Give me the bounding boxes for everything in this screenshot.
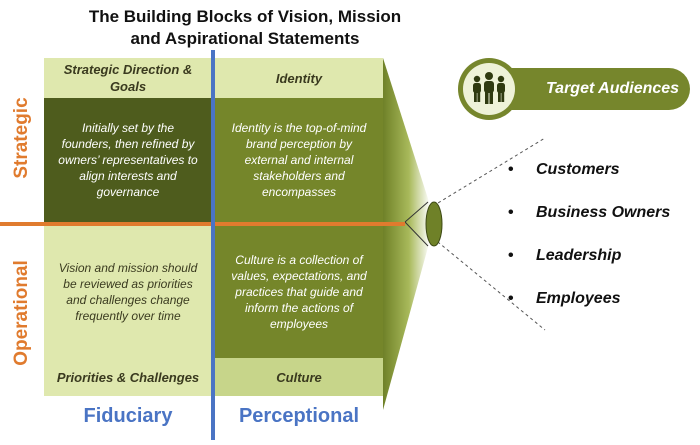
audience-item-business-owners: Business Owners: [508, 191, 698, 234]
cone-lens: [425, 201, 443, 247]
target-audiences-label: Target Audiences: [546, 80, 680, 97]
diagram-title: The Building Blocks of Vision, Mission a…: [88, 7, 402, 48]
cone-edge-top: [404, 201, 429, 223]
priorities-header: Priorities & Challenges: [44, 358, 212, 396]
identity-header: Identity: [215, 58, 383, 98]
strategic-direction-body: Initially set by the founders, then refi…: [44, 98, 212, 222]
priorities-body: Vision and mission should be reviewed as…: [44, 226, 212, 358]
culture-header: Culture: [215, 358, 383, 396]
people-group-icon: [473, 72, 505, 104]
operational-label: Operational: [11, 260, 32, 366]
culture-body: Culture is a collection of values, expec…: [215, 226, 383, 358]
target-icon-badge: [458, 58, 520, 120]
audience-list: Customers Business Owners Leadership Emp…: [508, 148, 698, 320]
cone-shape: [383, 58, 430, 410]
audience-item-leadership: Leadership: [508, 234, 698, 277]
fiduciary-label: Fiduciary: [83, 405, 173, 427]
horizontal-axis-line: [0, 222, 405, 226]
strategic-direction-header: Strategic Direction & Goals: [44, 58, 212, 98]
vertical-axis-line: [211, 50, 215, 440]
strategic-label: Strategic: [11, 97, 32, 179]
audience-item-employees: Employees: [508, 277, 698, 320]
perceptional-label: Perceptional: [238, 405, 360, 427]
target-audiences-banner: Target Audiences: [486, 68, 690, 110]
identity-body: Identity is the top-of-mind brand percep…: [215, 98, 383, 222]
audience-item-customers: Customers: [508, 148, 698, 191]
cone-edge-bottom: [404, 221, 429, 247]
